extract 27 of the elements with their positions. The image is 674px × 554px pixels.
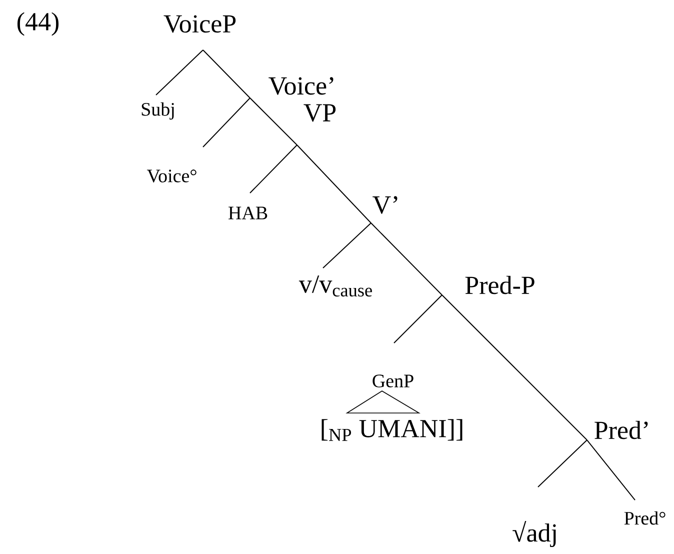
branch-line <box>394 294 442 344</box>
branch-line <box>250 144 298 194</box>
category-label: Pred-P <box>465 276 534 294</box>
category-label: GenP <box>372 374 414 388</box>
branch-line <box>586 440 636 500</box>
branch-line <box>322 222 372 268</box>
branch-line <box>156 50 204 96</box>
category-label: Voice’ <box>268 77 334 95</box>
category-label: Pred° <box>624 511 666 525</box>
branch-line <box>370 222 442 296</box>
category-label: Subj <box>142 102 174 120</box>
example-number: (44) <box>18 12 59 36</box>
branch-line <box>250 98 298 146</box>
category-label: VoiceP <box>164 15 236 33</box>
branch-line <box>296 144 372 224</box>
category-label: Voice° <box>146 170 196 182</box>
category-label: V’ <box>372 196 398 214</box>
branch-line <box>442 294 588 440</box>
branch-line <box>538 440 588 488</box>
category-label: √adj <box>512 520 556 548</box>
category-label: Pred’ <box>594 420 648 440</box>
branch-line <box>202 50 250 98</box>
branch-line <box>202 98 250 148</box>
category-label: HAB <box>228 206 268 220</box>
category-label: VP <box>304 104 336 122</box>
category-label: v/v$_{cause}$ <box>298 275 372 297</box>
phrase-text: [$_{NP}$ UMANI]] <box>322 419 462 441</box>
